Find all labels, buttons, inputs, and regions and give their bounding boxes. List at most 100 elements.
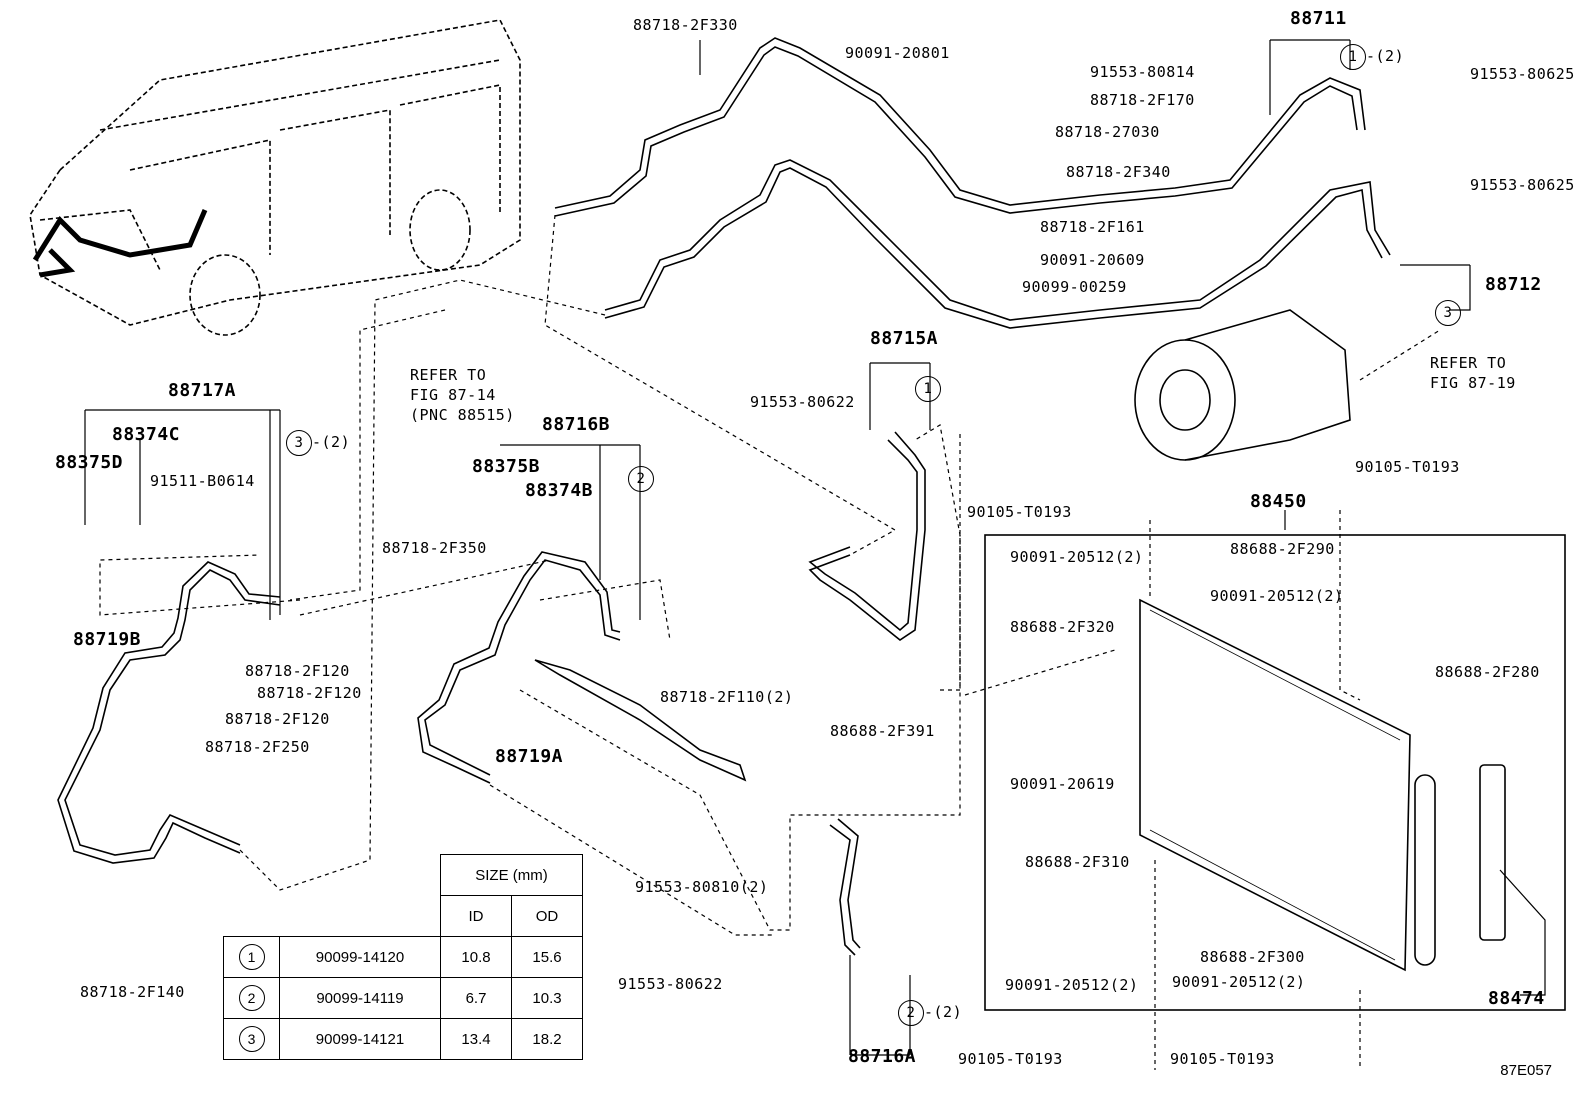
label-88688-2f320: 88688-2F320 bbox=[1010, 618, 1115, 636]
table-row: 2 90099-14119 6.7 10.3 bbox=[223, 977, 583, 1019]
callout-3-qty: 3-(2) bbox=[286, 430, 350, 456]
size-col-id: ID bbox=[440, 895, 512, 937]
label-88718-2f340: 88718-2F340 bbox=[1066, 163, 1171, 181]
label-90099-00259: 90099-00259 bbox=[1022, 278, 1127, 296]
label-91553-80625-b: 91553-80625 bbox=[1470, 176, 1575, 194]
callout-1-88715a: 1 bbox=[915, 376, 941, 402]
label-90091-20512-c: 90091-20512(2) bbox=[1005, 976, 1139, 994]
callout-3b: 3 bbox=[1435, 300, 1461, 326]
row-part: 90099-14121 bbox=[279, 1018, 441, 1060]
label-refer-14-b: FIG 87-14 bbox=[410, 386, 496, 404]
label-91553-80814: 91553-80814 bbox=[1090, 63, 1195, 81]
label-88474: 88474 bbox=[1488, 988, 1545, 1009]
label-90105-t0193-c: 90105-T0193 bbox=[958, 1050, 1063, 1068]
row-part: 90099-14120 bbox=[279, 936, 441, 978]
pipe-88715a bbox=[808, 431, 926, 641]
row-mark: 3 bbox=[238, 1026, 265, 1052]
callout-2: 2 bbox=[898, 1000, 924, 1026]
label-88375b: 88375B bbox=[472, 456, 541, 477]
label-88718-2f120-c: 88718-2F120 bbox=[225, 710, 330, 728]
label-88716a: 88716A bbox=[848, 1046, 917, 1067]
condenser bbox=[984, 534, 1566, 1011]
label-refer-14-c: (PNC 88515) bbox=[410, 406, 515, 424]
label-88688-2f300: 88688-2F300 bbox=[1200, 948, 1305, 966]
label-88374c: 88374C bbox=[112, 424, 181, 445]
row-mark: 2 bbox=[238, 985, 265, 1011]
row-od: 15.6 bbox=[511, 936, 583, 978]
pipe-88717a bbox=[57, 561, 281, 864]
label-90105-t0193-d: 90105-T0193 bbox=[1170, 1050, 1275, 1068]
label-88717a: 88717A bbox=[168, 380, 237, 401]
label-90091-20619: 90091-20619 bbox=[1010, 775, 1115, 793]
label-88718-2f170: 88718-2F170 bbox=[1090, 91, 1195, 109]
label-88716b: 88716B bbox=[542, 414, 611, 435]
hose-size-table: SIZE (mm) ID OD 1 90099-14120 10.8 15.6 … bbox=[223, 854, 583, 1060]
upper-hoses bbox=[554, 37, 1391, 329]
label-refer-19-a: REFER TO bbox=[1430, 354, 1507, 372]
figure-code: 87E057 bbox=[1500, 1062, 1552, 1079]
callout-2b: 2 bbox=[628, 466, 654, 492]
label-90091-20512-a: 90091-20512(2) bbox=[1010, 548, 1144, 566]
label-88375d: 88375D bbox=[55, 452, 124, 473]
callout-1: 1 bbox=[1340, 44, 1366, 70]
label-90091-20609: 90091-20609 bbox=[1040, 251, 1145, 269]
label-88688-2f310: 88688-2F310 bbox=[1025, 853, 1130, 871]
callout-1b: 1 bbox=[915, 376, 941, 402]
size-header: SIZE (mm) bbox=[440, 854, 583, 896]
row-od: 10.3 bbox=[511, 977, 583, 1019]
label-91511-b0614: 91511-B0614 bbox=[150, 472, 255, 490]
label-88712: 88712 bbox=[1485, 274, 1542, 295]
label-88718-2f350: 88718-2F350 bbox=[382, 539, 487, 557]
bracket-88688-2f391 bbox=[534, 659, 747, 782]
label-90091-20512-d: 90091-20512(2) bbox=[1172, 973, 1306, 991]
label-88718-2f140: 88718-2F140 bbox=[80, 983, 185, 1001]
label-refer-19-b: FIG 87-19 bbox=[1430, 374, 1516, 392]
row-mark: 1 bbox=[238, 944, 265, 970]
callout-1-qty: 1-(2) bbox=[1340, 44, 1404, 70]
label-88715a: 88715A bbox=[870, 328, 939, 349]
label-refer-14-a: REFER TO bbox=[410, 366, 487, 384]
callout-2-88716b: 2 bbox=[628, 466, 654, 492]
label-88718-2f330: 88718-2F330 bbox=[633, 16, 738, 34]
van-illustration bbox=[29, 19, 521, 336]
label-91553-80622-b: 91553-80622 bbox=[618, 975, 723, 993]
row-part: 90099-14119 bbox=[279, 977, 441, 1019]
label-88719a: 88719A bbox=[495, 746, 564, 767]
leader-lines bbox=[84, 39, 1546, 1056]
label-88718-2f120-a: 88718-2F120 bbox=[245, 662, 350, 680]
compressor bbox=[1134, 309, 1351, 461]
row-id: 13.4 bbox=[440, 1018, 512, 1060]
label-88718-2f161: 88718-2F161 bbox=[1040, 218, 1145, 236]
label-91553-80625-a: 91553-80625 bbox=[1470, 65, 1575, 83]
table-row: 1 90099-14120 10.8 15.6 bbox=[223, 936, 583, 978]
label-88450: 88450 bbox=[1250, 491, 1307, 512]
label-88718-2f250: 88718-2F250 bbox=[205, 738, 310, 756]
label-88718-2f120-b: 88718-2F120 bbox=[257, 684, 362, 702]
row-od: 18.2 bbox=[511, 1018, 583, 1060]
callout-3-88712: 3 bbox=[1435, 300, 1461, 326]
label-88688-2f290: 88688-2F290 bbox=[1230, 540, 1335, 558]
label-88688-2f391: 88688-2F391 bbox=[830, 722, 935, 740]
dashed-leaders bbox=[99, 214, 1441, 1070]
label-90105-t0193-b: 90105-T0193 bbox=[967, 503, 1072, 521]
label-91553-80622-a: 91553-80622 bbox=[750, 393, 855, 411]
size-col-od: OD bbox=[511, 895, 583, 937]
label-90091-20512-b: 90091-20512(2) bbox=[1210, 587, 1344, 605]
row-id: 10.8 bbox=[440, 936, 512, 978]
callout-3: 3 bbox=[286, 430, 312, 456]
table-row: 3 90099-14121 13.4 18.2 bbox=[223, 1018, 583, 1060]
pipe-88716a bbox=[829, 818, 861, 956]
label-88374b: 88374B bbox=[525, 480, 594, 501]
label-88718-27030: 88718-27030 bbox=[1055, 123, 1160, 141]
label-90091-20801: 90091-20801 bbox=[845, 44, 950, 62]
label-88718-2f110: 88718-2F110(2) bbox=[660, 688, 794, 706]
label-90105-t0193-a: 90105-T0193 bbox=[1355, 458, 1460, 476]
callout-2-qty: 2-(2) bbox=[898, 1000, 962, 1026]
label-88719b: 88719B bbox=[73, 629, 142, 650]
row-id: 6.7 bbox=[440, 977, 512, 1019]
label-88711: 88711 bbox=[1290, 8, 1347, 29]
label-91553-80810: 91553-80810(2) bbox=[635, 878, 769, 896]
label-88688-2f280: 88688-2F280 bbox=[1435, 663, 1540, 681]
van-harness bbox=[32, 209, 208, 278]
